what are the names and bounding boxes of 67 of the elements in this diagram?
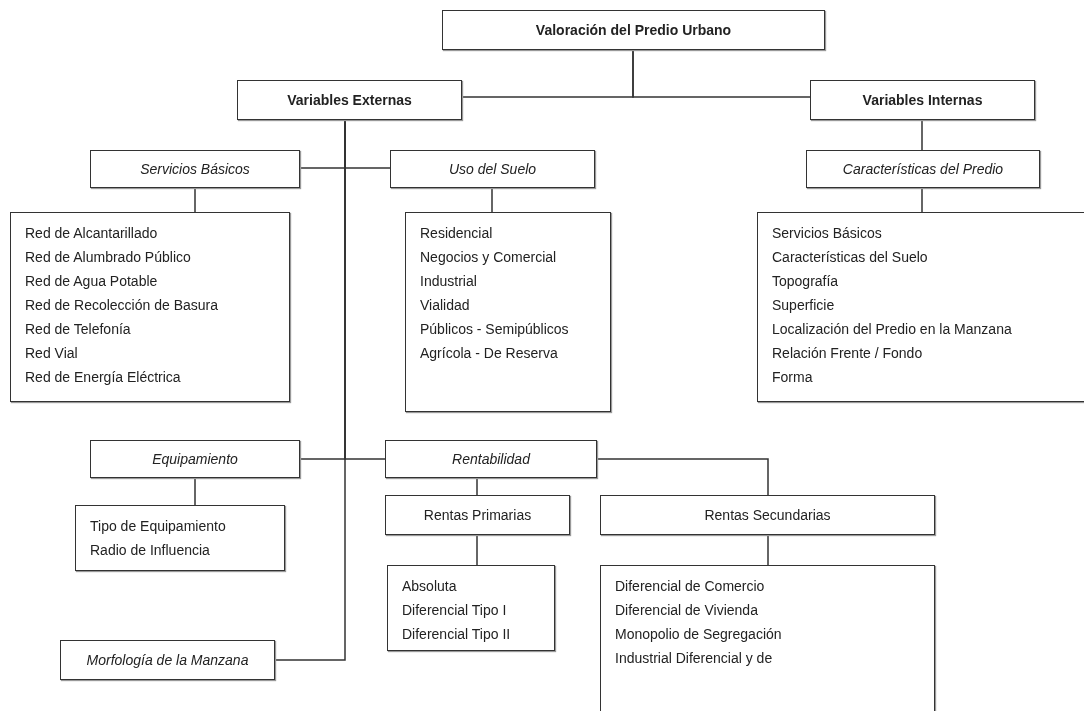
category-box: [600, 495, 935, 535]
list-item: Monopolio de Segregación: [615, 625, 782, 644]
list-box: [387, 565, 555, 651]
list-box: [405, 212, 611, 412]
list-item: Superficie: [772, 296, 835, 315]
connector-line: [194, 477, 196, 506]
box-title: Morfología de la Manzana: [86, 651, 249, 669]
list-item: Industrial Diferencial y de: [615, 649, 773, 668]
list-item: Industrial: [420, 272, 477, 291]
connector-line: [632, 49, 811, 98]
list-item: Forma: [772, 368, 813, 387]
list-item: Red de Alcantarillado: [25, 224, 158, 243]
list-item: Residencial: [420, 224, 493, 243]
list-item: Servicios Básicos: [772, 224, 882, 243]
box-title: Rentabilidad: [452, 450, 530, 468]
box-title: Variables Internas: [862, 91, 983, 109]
list-item: Red de Energía Eléctrica: [25, 368, 181, 387]
box-title: Rentas Secundarias: [704, 506, 831, 524]
list-item: Absoluta: [402, 577, 457, 596]
category-box: [90, 150, 300, 188]
box-title: Valoración del Predio Urbano: [535, 21, 732, 39]
category-box: [237, 80, 462, 120]
box-title: Equipamiento: [152, 450, 238, 468]
category-box: [60, 640, 275, 680]
list-item: Vialidad: [420, 296, 470, 315]
list-item: Red de Recolección de Basura: [25, 296, 218, 315]
box-title: Servicios Básicos: [140, 160, 250, 178]
category-box: [90, 440, 300, 478]
list-item: Localización del Predio en la Manzana: [772, 320, 1012, 339]
category-box: [442, 10, 825, 50]
list-item: Diferencial Tipo II: [402, 625, 511, 644]
list-item: Tipo de Equipamiento: [90, 517, 226, 536]
list-box: [600, 565, 935, 711]
list-item: Diferencial de Comercio: [615, 577, 765, 596]
list-item: Radio de Influencia: [90, 541, 210, 560]
connector-line: [596, 458, 769, 496]
list-item: Características del Suelo: [772, 248, 928, 267]
list-item: Públicos - Semipúblicos: [420, 320, 569, 339]
connector-line: [476, 534, 478, 566]
box-title: Características del Predio: [842, 160, 1004, 178]
list-item: Agrícola - De Reserva: [420, 344, 558, 363]
category-box: [385, 495, 570, 535]
list-item: Diferencial Tipo I: [402, 601, 507, 620]
list-item: Red de Agua Potable: [25, 272, 158, 291]
list-item: Red Vial: [25, 344, 78, 363]
list-item: Topografía: [772, 272, 839, 291]
list-box: [757, 212, 1084, 402]
list-item: Red de Telefonía: [25, 320, 131, 339]
list-box: [75, 505, 285, 571]
box-title: Rentas Primarias: [423, 506, 532, 524]
connector-line: [476, 477, 478, 496]
list-item: Red de Alumbrado Público: [25, 248, 191, 267]
connector-line: [194, 187, 196, 213]
box-title: Variables Externas: [287, 91, 412, 109]
category-box: [806, 150, 1040, 188]
category-box: [810, 80, 1035, 120]
category-box: [385, 440, 597, 478]
connector-line: [921, 187, 923, 213]
connector-line: [921, 119, 923, 151]
list-item: Negocios y Comercial: [420, 248, 557, 267]
connector-line: [491, 187, 493, 213]
list-item: Relación Frente / Fondo: [772, 344, 923, 363]
connector-line: [767, 534, 769, 566]
category-box: [390, 150, 595, 188]
list-item: Diferencial de Vivienda: [615, 601, 758, 620]
list-box: [10, 212, 290, 402]
box-title: Uso del Suelo: [448, 160, 537, 178]
